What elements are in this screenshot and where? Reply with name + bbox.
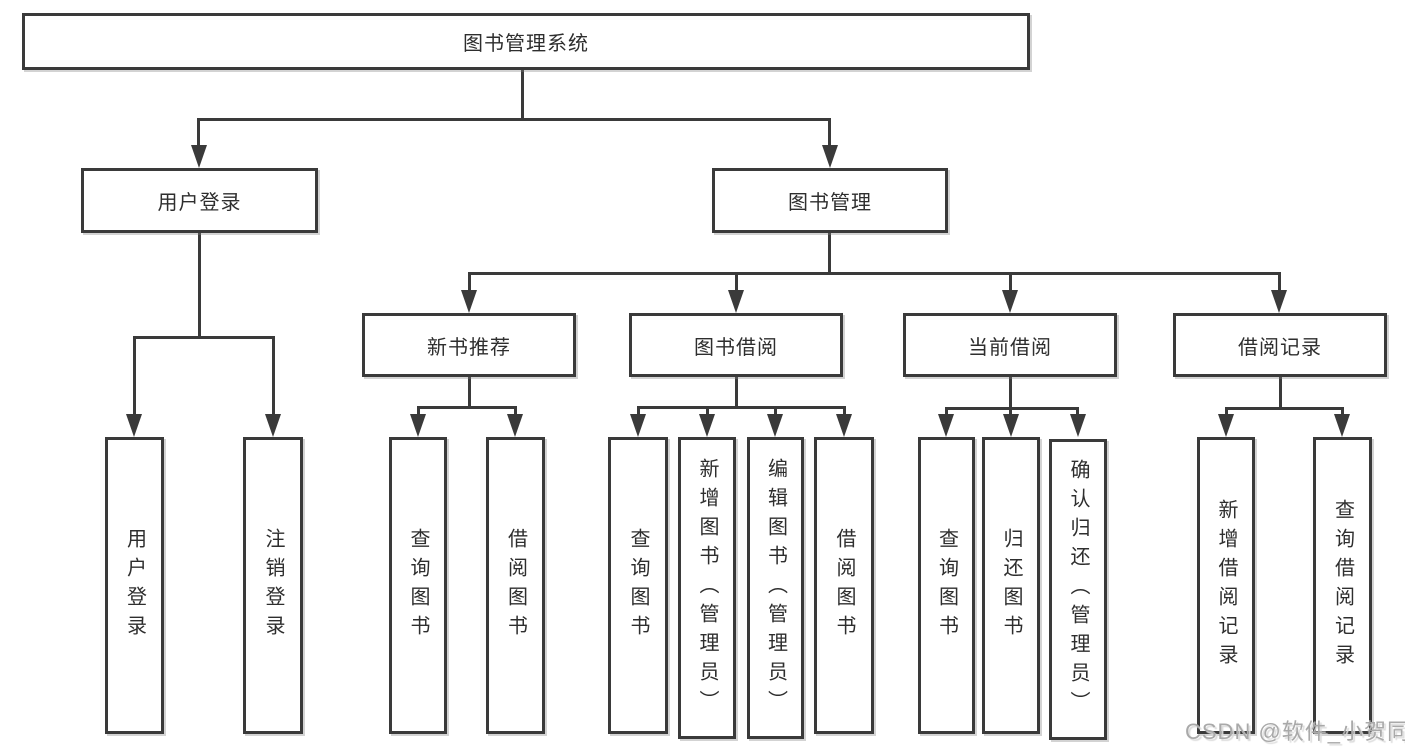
connector-user-login-stem (198, 233, 201, 339)
arrow-down-icon (728, 290, 744, 313)
connector-drop (1341, 407, 1344, 418)
connector-root-stem (521, 70, 524, 121)
connector-drop-book-borrow (735, 272, 738, 294)
connector-drop-book-management (828, 118, 831, 148)
arrow-down-icon (265, 414, 281, 437)
connector-borrow-records-stem (1279, 377, 1282, 410)
connector-drop-leaf-user-login (133, 336, 136, 418)
connector-drop (774, 406, 777, 418)
arrow-down-icon (1334, 414, 1350, 437)
arrow-down-icon (1218, 414, 1234, 437)
arrow-down-icon (410, 414, 426, 437)
arrow-down-icon (938, 414, 954, 437)
leaf-borrow-books: 借阅图书 (814, 437, 874, 734)
connector-drop (417, 406, 420, 418)
connector-drop (1225, 407, 1228, 418)
connector-book-borrow-stem (735, 377, 738, 409)
arrow-down-icon (1271, 290, 1287, 313)
arrow-down-icon (699, 414, 715, 437)
node-current-borrow: 当前借阅 (903, 313, 1117, 377)
leaf-user-login: 用户登录 (105, 437, 164, 734)
leaf-borrow-books-recommend: 借阅图书 (486, 437, 545, 734)
connector-current-borrow-bar (945, 407, 1079, 410)
leaf-confirm-return-admin: 确认归还（管理员） (1049, 439, 1107, 740)
arrow-down-icon (630, 414, 646, 437)
arrow-down-icon (191, 145, 207, 168)
leaf-query-books-current: 查询图书 (918, 437, 975, 734)
connector-drop (945, 407, 948, 418)
leaf-query-borrow-record: 查询借阅记录 (1313, 437, 1372, 734)
arrow-down-icon (126, 414, 142, 437)
node-new-book-recommend: 新书推荐 (362, 313, 576, 377)
leaf-edit-books-admin: 编辑图书（管理员） (747, 437, 804, 739)
connector-root-bar (197, 118, 831, 121)
connector-book-borrow-bar (637, 406, 845, 409)
connector-book-management-stem (828, 233, 831, 275)
node-borrow-records: 借阅记录 (1173, 313, 1387, 377)
arrow-down-icon (836, 414, 852, 437)
connector-drop (1009, 407, 1012, 418)
node-book-management: 图书管理 (712, 168, 948, 233)
connector-new-books-stem (468, 377, 471, 409)
arrow-down-icon (461, 290, 477, 313)
leaf-add-borrow-record: 新增借阅记录 (1197, 437, 1255, 734)
node-book-borrow: 图书借阅 (629, 313, 843, 377)
connector-drop (514, 406, 517, 418)
connector-drop-new-books (468, 272, 471, 294)
connector-borrow-records-bar (1225, 407, 1344, 410)
connector-drop-borrow-records (1278, 272, 1281, 294)
connector-drop (637, 406, 640, 418)
connector-drop-current-borrow (1009, 272, 1012, 294)
csdn-watermark: CSDN @软件_小贺同学 (1185, 719, 1405, 744)
arrow-down-icon (1070, 414, 1086, 437)
leaf-add-books-admin: 新增图书（管理员） (678, 437, 736, 739)
connector-drop-leaf-logout (272, 336, 275, 418)
connector-drop-user-login (197, 118, 200, 148)
arrow-down-icon (1003, 414, 1019, 437)
connector-book-management-bar (468, 272, 1281, 275)
leaf-query-books-borrow: 查询图书 (608, 437, 668, 734)
node-library-system: 图书管理系统 (22, 13, 1030, 70)
arrow-down-icon (822, 145, 838, 168)
node-user-login: 用户登录 (81, 168, 318, 233)
arrow-down-icon (507, 414, 523, 437)
connector-current-borrow-stem (1009, 377, 1012, 410)
leaf-logout: 注销登录 (243, 437, 303, 734)
connector-new-books-bar (417, 406, 517, 409)
leaf-query-books-recommend: 查询图书 (389, 437, 447, 734)
leaf-return-books: 归还图书 (982, 437, 1040, 734)
connector-user-login-bar (133, 336, 275, 339)
connector-drop (706, 406, 709, 418)
arrow-down-icon (1002, 290, 1018, 313)
arrow-down-icon (767, 414, 783, 437)
connector-drop (843, 406, 846, 418)
connector-drop (1076, 407, 1079, 418)
